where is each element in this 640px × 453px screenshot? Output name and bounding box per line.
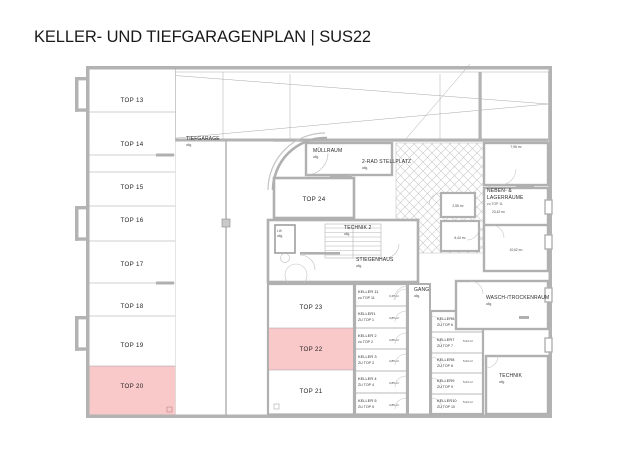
cellar-area: 5,04 m² (463, 339, 473, 343)
area-label-4: 10,62 m² (509, 248, 523, 252)
unit-label-top20: TOP 20 (121, 383, 144, 390)
room-label-lift: Lift (277, 229, 282, 233)
cellar-right-2: KELLER7 ZU TOP 7 5,04 m² (437, 337, 473, 348)
cellar-sub: ZU TOP 3 (358, 361, 374, 365)
cellar-sub: ZU TOP 10 (437, 405, 455, 409)
cellar-right-4: KELLER9 ZU TOP 9 5,04 m² (437, 378, 473, 389)
cellar-name: KELLER 2 (358, 333, 377, 338)
room-label-technik: TECHNIK (499, 373, 523, 379)
cellar-name: KELLER9 (437, 378, 454, 383)
cellar-left-1: KELLER 11 zu TOP 11 3,45 m² (358, 289, 399, 300)
cellar-left-6: KELLER 5 ZU TOP 5 3,85 m² (358, 398, 399, 409)
area-label-2: 2,55 m² (452, 204, 464, 208)
room-label-line1: NEBEN- & (487, 188, 512, 194)
unit-label-top22: TOP 22 (300, 346, 323, 353)
room-label-technik2: TECHNIK 2 (344, 225, 372, 231)
cellar-sub: ZU TOP 8 (437, 364, 453, 368)
unit-label-top24: TOP 24 (303, 196, 326, 203)
unit-label-top23: TOP 23 (300, 304, 323, 311)
room-sub-waschtrockenraum: allg. (486, 302, 492, 306)
lightwell-alcoves (75, 77, 89, 351)
cellar-area: 5,04 m² (463, 359, 473, 363)
unit-highlight-top20 (89, 366, 176, 415)
cellar-sub: ZU TOP 7 (437, 344, 453, 348)
unit-label-top19: TOP 19 (121, 342, 144, 349)
room-label-muellraum: MÜLLRAUM (313, 147, 342, 154)
unit-top24-block (272, 176, 356, 220)
room-sub-gang: allg. (414, 294, 420, 298)
room-sub-technik2: allg. (344, 232, 350, 236)
room-neben-lagerraeume: NEBEN- & LAGERRÄUME zu TOP 11 23,42 m² (487, 188, 524, 214)
cellar-name: KELLER1 (358, 311, 375, 316)
cellar-name: KELLER8 (437, 357, 454, 362)
room-sub-stiegenhaus: allg. (356, 264, 362, 268)
cellar-left-2: KELLER1 ZU TOP 1 3,85 m² (358, 311, 399, 322)
cellar-area: 3,85 m² (389, 316, 399, 320)
cellar-sub: ZU TOP 5 (358, 405, 374, 409)
room-sub-technik: allg. (499, 380, 505, 384)
cellar-right-5: KELLER10 ZU TOP 10 5,04 m² (437, 398, 473, 409)
cellar-left-3: KELLER 2 zu TOP 2 3,85 m² (358, 333, 399, 344)
cellar-left-4: KELLER 3 ZU TOP 3 3,85 m² (358, 354, 399, 365)
cellar-area: 3,85 m² (389, 359, 399, 363)
cellar-name: KELLER 3 (358, 354, 377, 359)
cellar-area: 3,85 m² (389, 381, 399, 385)
cellar-name: KELLER10 (437, 398, 457, 403)
unit-label-top16: TOP 16 (121, 217, 144, 224)
center-units-block (266, 282, 356, 416)
cellar-name: KELLER 4 (358, 376, 377, 381)
cellar-sub: ZU TOP 6 (437, 323, 453, 327)
cellar-sub: zu TOP 2 (358, 340, 373, 344)
room-label-gang: GANG (414, 287, 429, 293)
room-sub-tiefgarage: allg. (186, 143, 192, 147)
room-sub-lift: allg. (277, 234, 283, 238)
unit-label-top18: TOP 18 (121, 303, 144, 310)
cellar-area: 3,85 m² (389, 338, 399, 342)
cellar-area: 5,04 m² (463, 380, 473, 384)
cellar-sub: ZU TOP 1 (358, 318, 374, 322)
cellar-name: KELLER 11 (358, 289, 379, 294)
unit-label-top14: TOP 14 (121, 141, 144, 148)
cellar-sub: ZU TOP 9 (437, 385, 453, 389)
area-label-1: 7,96 m² (510, 145, 522, 149)
cellar-sub: zu TOP 11 (358, 296, 375, 300)
left-units-block (89, 69, 176, 415)
unit-label-top17: TOP 17 (121, 261, 144, 268)
cellar-name: KELLER 5 (358, 398, 377, 403)
cellar-left-5: KELLER 4 ZU TOP 4 3,85 m² (358, 376, 399, 387)
room-label-tiefgarage: TIEFGARAGE (186, 136, 220, 142)
cellar-name: KELLER6 (437, 316, 454, 321)
unit-highlight-top22 (269, 328, 353, 370)
right-rooms-block (428, 141, 553, 416)
cellar-name: KELLER7 (437, 337, 454, 342)
room-label-waschtrockenraum: WASCH-/TROCKENRAUM (486, 295, 549, 301)
unit-label-top15: TOP 15 (121, 184, 144, 191)
room-sub-2rad: allg. (362, 166, 368, 170)
cellar-area: 5,04 m² (463, 400, 473, 404)
room-sub-muellraum: allg. (313, 155, 319, 159)
unit-label-top21: TOP 21 (300, 388, 323, 395)
room-label-stiegenhaus: STIEGENHAUS (356, 257, 394, 263)
cellar-area: 3,85 m² (389, 403, 399, 407)
page-title: KELLER- UND TIEFGARAGENPLAN | SUS22 (34, 28, 371, 46)
room-label-2rad: 2-RAD STELLPLATZ (362, 159, 411, 165)
cellar-sub: ZU TOP 4 (358, 383, 374, 387)
cellar-area: 3,45 m² (389, 294, 399, 298)
tiefgarage-hall (175, 141, 274, 415)
cellars-left-block (353, 282, 409, 416)
cellar-right-3: KELLER8 ZU TOP 8 5,04 m² (437, 357, 473, 368)
room-area: 23,42 m² (492, 210, 506, 214)
room-muellraum (304, 141, 394, 192)
unit-label-top13: TOP 13 (121, 97, 144, 104)
room-label-line2: LAGERRÄUME (487, 194, 524, 201)
room-sub: zu TOP 11 (487, 202, 503, 206)
area-label-3: 6,44 m² (454, 236, 466, 240)
building-core (266, 218, 420, 287)
